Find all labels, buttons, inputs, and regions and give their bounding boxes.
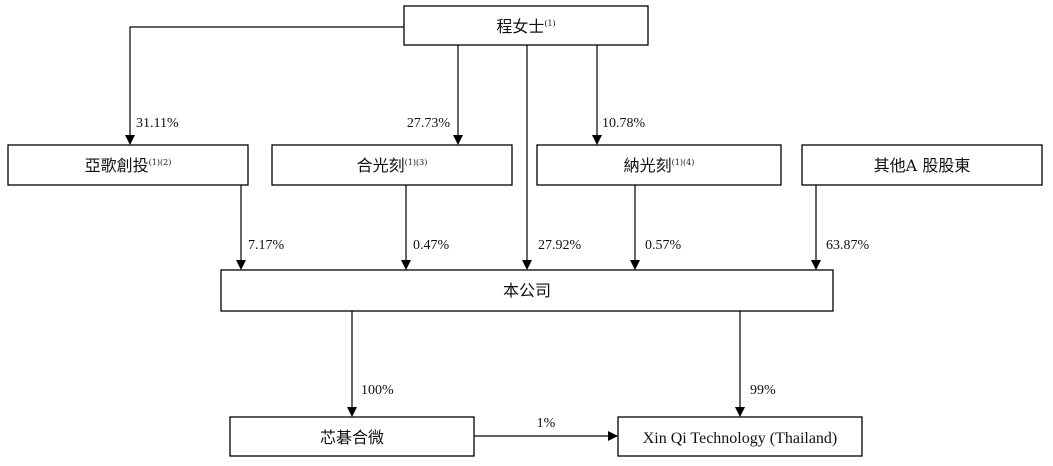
svg-text:程女士(1): 程女士(1) [496,17,555,36]
entity-others: 其他A 股股東 [801,144,1043,186]
entity-name: 其他A 股股東 [874,156,971,175]
footnote-ref: (1)(2) [149,158,172,167]
entity-name: 合光刻 [357,156,405,175]
percentage-labels: 31.11% 27.73% 10.78% 7.17% 0.47% 27.92% … [136,116,870,431]
entity-company: 本公司 [220,269,834,312]
pct-yage-company: 7.17% [248,238,285,253]
svg-text:亞歌創投(1)(2): 亞歌創投(1)(2) [85,156,172,175]
svg-text:納光刻(1)(4): 納光刻(1)(4) [624,156,695,175]
pct-company-thailand: 99% [750,383,776,398]
entity-heguangke: 合光刻(1)(3) [271,144,513,186]
entity-name: Xin Qi Technology (Thailand) [643,430,838,447]
pct-top-yage: 31.11% [136,116,179,131]
footnote-ref: (1)(4) [672,158,695,167]
pct-heguangke-company: 0.47% [413,238,450,253]
pct-others-company: 63.87% [826,238,870,253]
entity-naguangke: 納光刻(1)(4) [536,144,782,186]
pct-top-company: 27.92% [538,238,582,253]
entity-name: 程女士 [496,17,544,36]
pct-xinqi-thailand: 1% [537,416,556,431]
pct-top-naguangke: 10.78% [602,116,646,131]
entity-name: 納光刻 [624,156,672,175]
connectors [125,26,821,441]
pct-top-heguangke: 27.73% [407,116,451,131]
edge-top-yage [125,26,404,145]
svg-text:合光刻(1)(3): 合光刻(1)(3) [357,156,428,175]
entity-xinqi-hewei: 芯碁合微 [229,416,475,457]
footnote-ref: (1) [544,19,555,28]
footnote-ref: (1)(3) [405,158,428,167]
entity-yage: 亞歌創投(1)(2) [7,144,249,186]
entity-top: 程女士(1) [403,5,649,46]
entity-name: 本公司 [503,281,551,300]
pct-company-xinqi: 100% [361,383,394,398]
pct-naguangke-company: 0.57% [645,238,682,253]
entity-thailand: Xin Qi Technology (Thailand) [617,416,863,457]
entity-name: 芯碁合微 [320,428,384,447]
entity-name: 亞歌創投 [85,156,149,175]
